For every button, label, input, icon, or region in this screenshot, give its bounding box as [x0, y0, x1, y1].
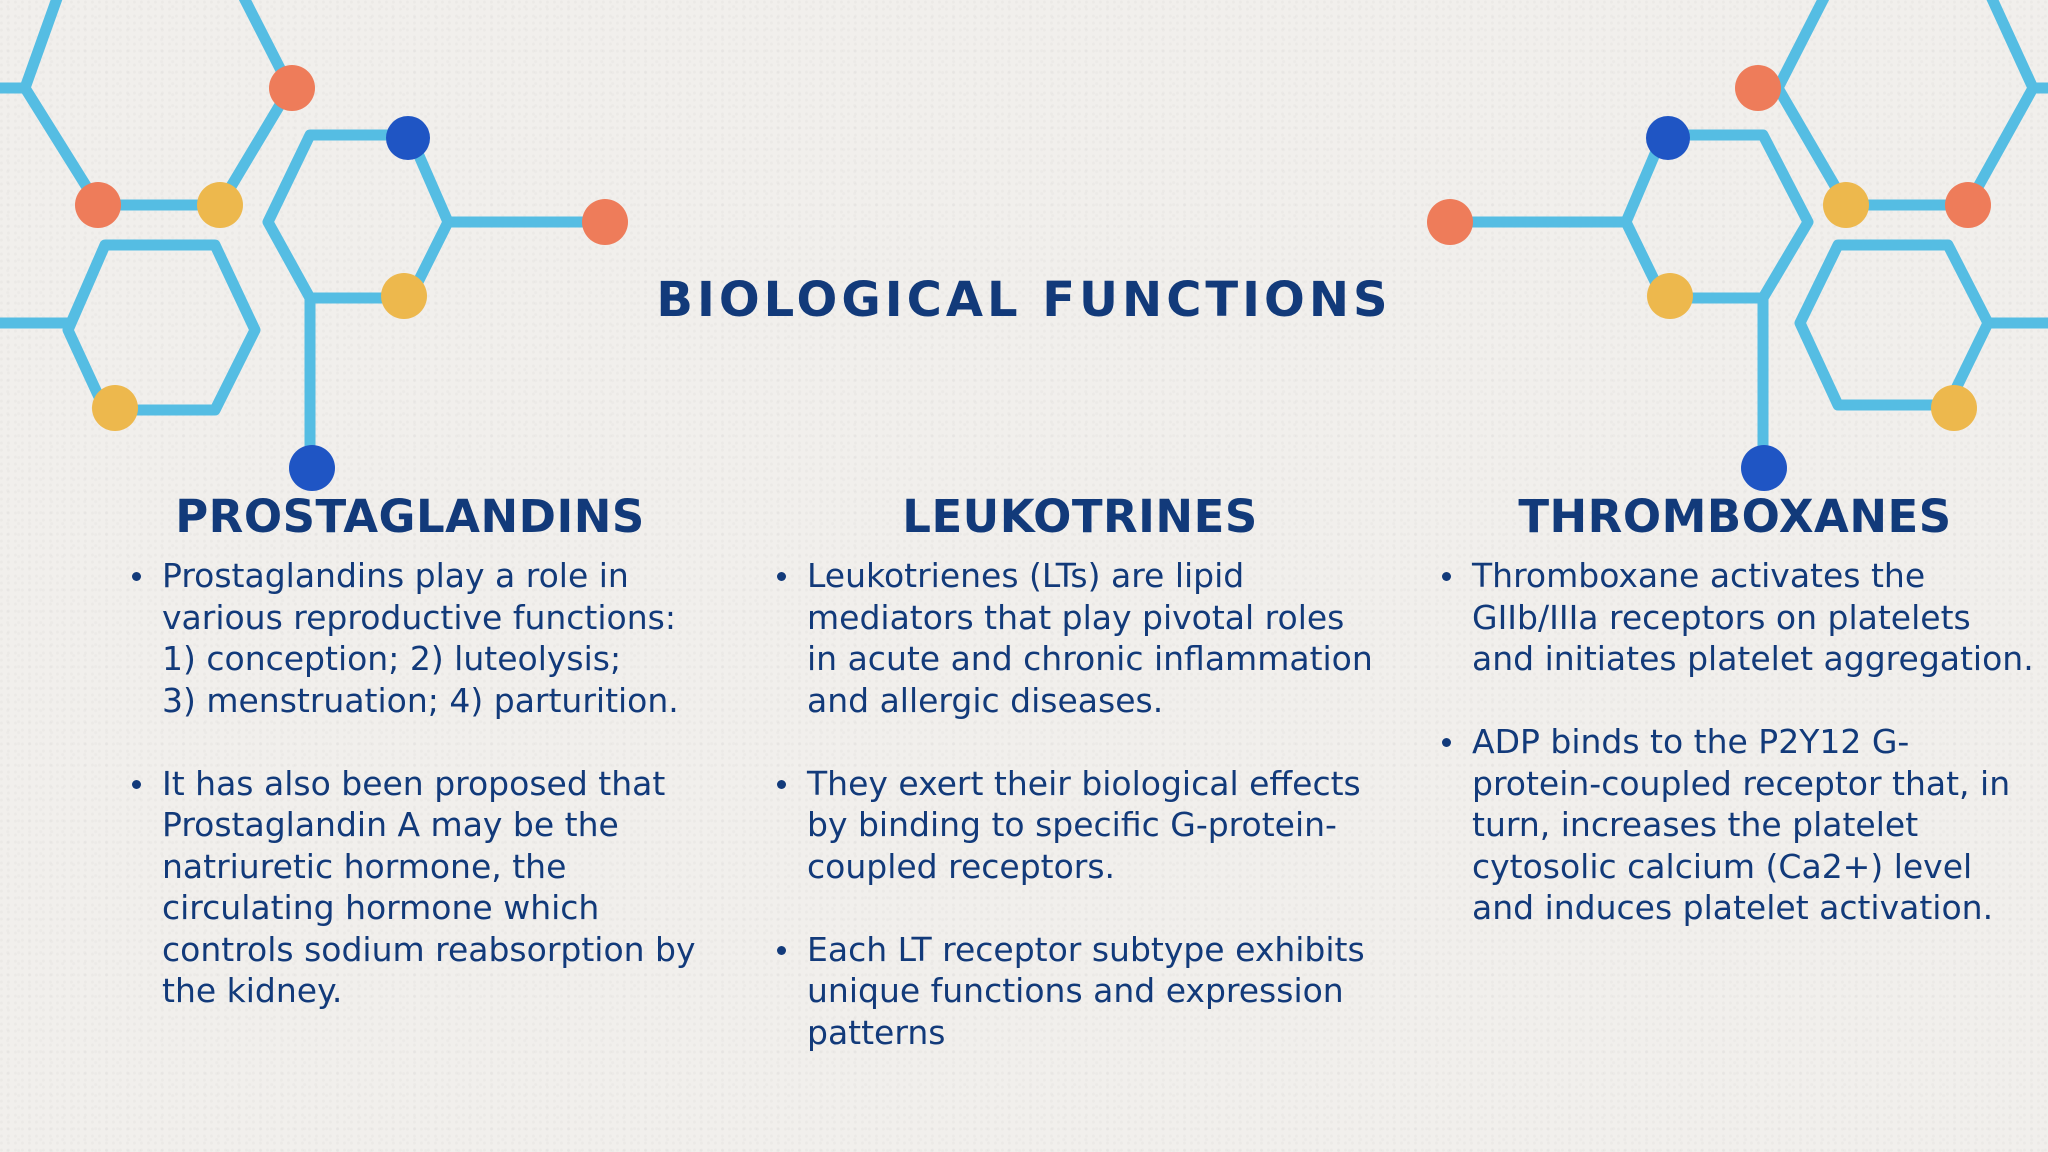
bullet-item: Prostaglandins play a role in various re… — [120, 555, 730, 721]
column-heading: THROMBOXANES — [1518, 490, 1952, 543]
bullet-item: They exert their biological effects by b… — [765, 763, 1395, 888]
orange-node — [75, 182, 121, 228]
bullet-list: Thromboxane activates the GIIb/IIIa rece… — [1430, 555, 2040, 929]
column-heading: PROSTAGLANDINS — [175, 490, 645, 543]
molecule-decoration-right — [1427, 0, 2048, 491]
orange-node — [1735, 65, 1781, 111]
bullet-item: It has also been proposed that Prostagla… — [120, 763, 730, 1012]
yellow-node — [92, 385, 138, 431]
bullet-item: Leukotrienes (LTs) are lipid mediators t… — [765, 555, 1395, 721]
molecule-decoration-left — [0, 0, 628, 491]
orange-node — [269, 65, 315, 111]
yellow-node — [381, 273, 427, 319]
orange-node — [1945, 182, 1991, 228]
column-heading: LEUKOTRINES — [902, 490, 1258, 543]
blue-node — [1741, 445, 1787, 491]
yellow-node — [1823, 182, 1869, 228]
column-thromboxanes: THROMBOXANES Thromboxane activates the G… — [1430, 490, 2040, 970]
yellow-node — [1647, 273, 1693, 319]
slide-title: BIOLOGICAL FUNCTIONS — [656, 272, 1392, 328]
orange-node — [582, 199, 628, 245]
column-leukotrines: LEUKOTRINES Leukotrienes (LTs) are lipid… — [765, 490, 1395, 1095]
yellow-node — [1931, 385, 1977, 431]
yellow-node — [197, 182, 243, 228]
bullet-list: Leukotrienes (LTs) are lipid mediators t… — [765, 555, 1395, 1053]
hexagon-top-right — [1772, 0, 2039, 211]
bullet-list: Prostaglandins play a role in various re… — [120, 555, 730, 1012]
hexagon-bottom-left — [62, 239, 261, 416]
bullet-item: Each LT receptor subtype exhibits unique… — [765, 929, 1395, 1054]
orange-node — [1427, 199, 1473, 245]
bullet-item: ADP binds to the P2Y12 G- protein-couple… — [1430, 721, 2040, 929]
blue-node — [1646, 116, 1690, 160]
bullet-item: Thromboxane activates the GIIb/IIIa rece… — [1430, 555, 2040, 680]
blue-node — [289, 445, 335, 491]
column-prostaglandins: PROSTAGLANDINS Prostaglandins play a rol… — [120, 490, 730, 1053]
hexagon-top-left — [19, 0, 296, 211]
blue-node — [386, 116, 430, 160]
